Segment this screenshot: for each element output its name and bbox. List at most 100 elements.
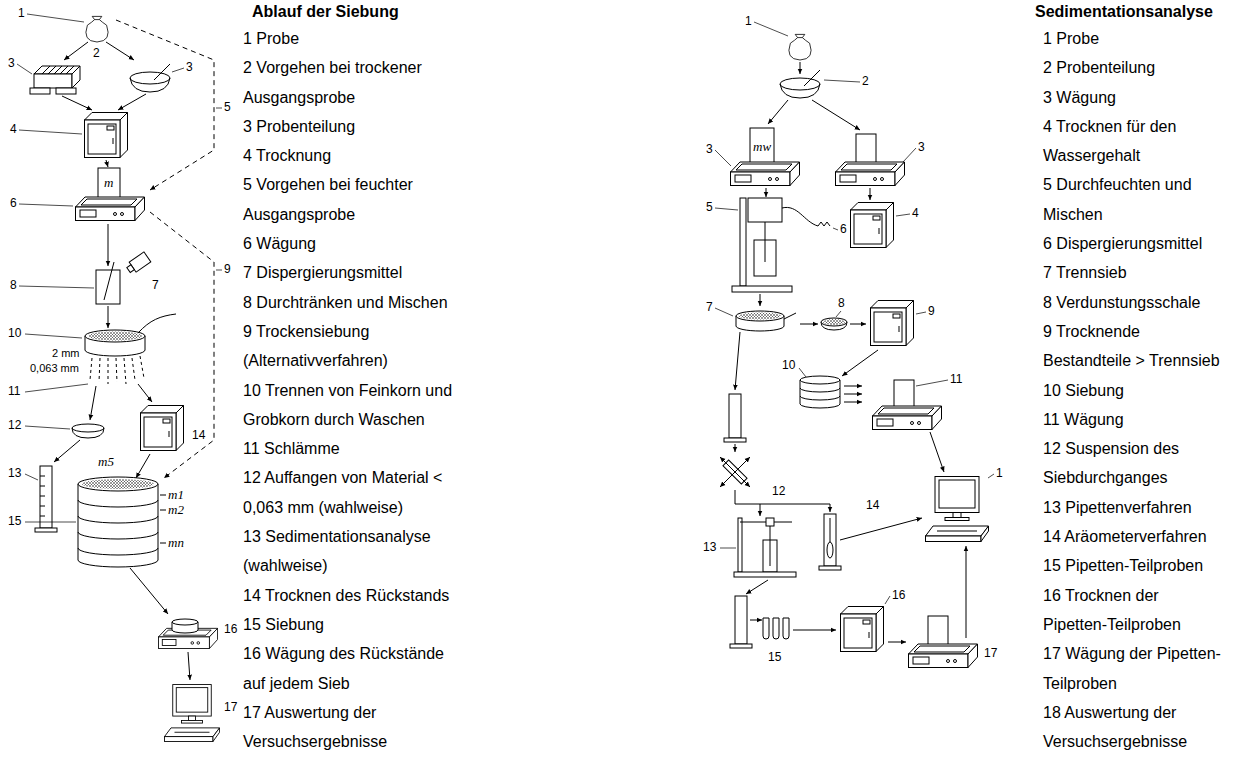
sample-bag: [798, 37, 803, 38]
sedimentation-cylinder: [40, 476, 45, 516]
sieving-illustration: [17, 14, 222, 741]
dividing-bowl: [154, 64, 170, 80]
sedimentation-cylinder: [40, 466, 52, 528]
legend-entry: 18 Auswertung der Versuchsergebnisse: [1043, 698, 1226, 757]
callout-number: 15: [768, 650, 781, 664]
computer: [164, 685, 219, 742]
balance: [731, 162, 800, 186]
flow-arrow: [108, 224, 109, 266]
pipette-apparatus: [738, 518, 742, 572]
callout-number: 9: [224, 262, 231, 276]
suspension-cylinder: [729, 394, 741, 438]
callout-number: 17: [984, 646, 997, 660]
flow-arrow: [188, 652, 190, 680]
sieve-stack: [78, 477, 158, 491]
mass-symbol: m1: [168, 488, 184, 502]
sample-bag: [86, 16, 108, 42]
hydrometer-cylinder: [819, 566, 841, 570]
flow-arrow: [800, 324, 818, 325]
sieve-on-balance: [172, 619, 198, 633]
sedimentation-cylinder: [735, 596, 747, 644]
legend-entry: 8 Verdunstungsschale: [1043, 288, 1226, 317]
flow-arrow: [840, 518, 922, 540]
dashed-route: [116, 20, 214, 190]
pipette-subsamples: [773, 618, 779, 639]
dividing-bowl: [780, 84, 820, 98]
callout-number: 11: [950, 372, 962, 386]
legend-entry: 14 Trocknen des Rückstands: [243, 581, 461, 610]
legend-entry: 2 Probenteilung: [1043, 53, 1226, 82]
flow-arrow: [746, 580, 768, 594]
sieve-size: 2 mm: [52, 346, 80, 360]
separating-sieve: [784, 313, 796, 319]
evaporating-dish: [821, 318, 847, 330]
legend-entry: 11 Schlämme: [243, 434, 461, 463]
callout-number: 2: [93, 46, 100, 60]
flow-arrow: [106, 160, 108, 167]
flow-arrow: [90, 386, 96, 420]
shaking-symbol: [720, 457, 750, 487]
flow-arrow: [138, 384, 152, 402]
evaporating-dish: [823, 319, 845, 325]
sieve-stack: [78, 484, 158, 567]
dispersant-bottle: [127, 265, 135, 273]
pipette-subsamples: [783, 618, 789, 639]
dividing-bowl: [780, 78, 820, 90]
legend-entry: 8 Durchtränken und Mischen: [243, 288, 461, 317]
flow-arrow: [850, 324, 866, 325]
legend-entry: 12 Suspension des Siebdurchganges: [1043, 434, 1226, 493]
sample-bag: [95, 19, 100, 20]
callout-number: 5: [706, 200, 713, 214]
sieve-stack: [78, 477, 166, 567]
legend-entry: 5 Durchfeuchten und Mischen: [1043, 170, 1226, 229]
wash-sieve: [88, 332, 142, 341]
flow-arrow: [735, 444, 736, 452]
sieve-size: 0,063 mm: [30, 361, 79, 375]
slurry: [90, 356, 144, 384]
mass-symbol: m: [104, 176, 113, 190]
sieve-stack: [78, 500, 158, 555]
dispersant-bottle: [125, 252, 151, 275]
flow-arrow: [768, 100, 788, 124]
mass-symbol: mw: [753, 140, 771, 154]
mixer: [732, 198, 792, 292]
beaker: [98, 168, 120, 199]
legend-entry: 10 Siebung: [1043, 376, 1226, 405]
dispersant-hose: [782, 207, 830, 226]
callout-number: 3: [8, 56, 15, 70]
flow-arrow: [750, 620, 762, 621]
callout-number: 1: [18, 6, 25, 20]
legend-list: 1 Probe2 Probenteilung3 Wägung4 Trocknen…: [1043, 24, 1226, 756]
legend-entry: 16 Wägung des Rückstände auf jedem Sieb: [243, 639, 461, 698]
sedimentation-cylinder: [35, 528, 57, 532]
balance: [76, 197, 145, 221]
drying-oven: [871, 301, 914, 346]
pipette-apparatus: [770, 526, 771, 566]
dividing-bowl: [130, 78, 170, 92]
legend-entry: 16 Trocknen der Pipetten-Teilproben: [1043, 581, 1226, 640]
legend-entry: 14 Aräometerverfahren: [1043, 522, 1226, 551]
callout-number: 14: [866, 498, 879, 512]
riffle-divider: [30, 88, 50, 94]
hydrometer-cylinder: [824, 514, 836, 566]
callout-number: 9: [928, 304, 935, 318]
dashed-route: [116, 20, 214, 478]
collecting-dish: [72, 428, 104, 438]
legend-entry: 1 Probe: [1043, 24, 1226, 53]
callout-number: 1: [996, 466, 1003, 480]
callout-number: 14: [192, 428, 205, 442]
flow-arrow: [844, 402, 862, 403]
flow-arrow: [735, 332, 740, 390]
flow-arrow: [54, 42, 190, 680]
mixing-beaker: [96, 262, 120, 304]
pipette-subsamples: [763, 618, 789, 639]
mixer: [765, 222, 766, 262]
callout-number: 10: [8, 326, 21, 340]
callout-number: 8: [10, 278, 17, 292]
pipette-subsamples: [763, 618, 769, 639]
balance: [909, 644, 978, 668]
hydrometer-cylinder: [827, 542, 833, 558]
legend-entry: 13 Sedimentationsanalyse (wahlweise): [243, 522, 461, 581]
beaker: [856, 134, 876, 164]
separating-sieve: [739, 313, 781, 320]
